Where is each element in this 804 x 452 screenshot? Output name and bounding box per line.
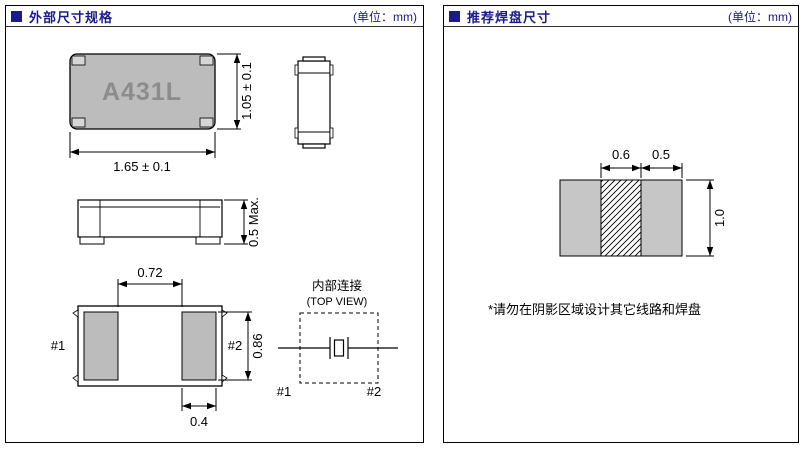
right-panel-unit-label: (单位：mm): [728, 9, 792, 24]
pin2-label: #2: [228, 338, 242, 353]
section-marker-icon: [11, 10, 22, 22]
castellation-mark: [221, 374, 228, 383]
pad-gap-dimension: [117, 279, 183, 307]
corner-electrode: [199, 117, 214, 128]
bottom-pad-1: [83, 311, 119, 381]
end-view-bottom-cap: [302, 143, 326, 149]
side-view-pad: [79, 236, 105, 245]
land-pattern-drawing: 0.6 0.5 1.0 *请勿在阴影区域设计其它线路和焊盘: [488, 147, 727, 317]
internal-pin2-label: #2: [367, 384, 381, 399]
top-view-height-value: 1.05 ± 0.1: [239, 62, 254, 120]
top-view: A431L 1.65 ± 0.1 1.05 ± 0.1: [69, 53, 254, 174]
right-panel-title: 推荐焊盘尺寸: [467, 9, 552, 25]
castellation-mark: [72, 374, 79, 383]
right-panel-body: 0.6 0.5 1.0 *请勿在阴影区域设计其它线路和焊盘: [444, 27, 798, 442]
top-view-width-dimension: [69, 132, 216, 158]
external-dimensions-drawing: A431L 1.65 ± 0.1 1.05 ± 0.1: [51, 53, 398, 429]
internal-connection: 内部连接 (TOP VIEW) #1 #2: [277, 278, 398, 399]
top-view-height-dimension: [217, 53, 241, 130]
gap-width-dimension: [600, 163, 683, 178]
end-view-body: [297, 60, 331, 145]
left-panel-body: A431L 1.65 ± 0.1 1.05 ± 0.1: [6, 27, 423, 442]
side-view-height-value: 0.5 Max.: [246, 197, 261, 247]
side-view-pad: [195, 236, 221, 245]
side-view-height-dimension: [224, 199, 248, 245]
land-pad-right: [640, 179, 683, 257]
top-view-body: [69, 53, 216, 130]
pad-height-dimension: [218, 311, 252, 381]
land-pad-left: [559, 179, 602, 257]
internal-pin1-label: #1: [277, 384, 291, 399]
part-number-label: A431L: [102, 78, 182, 106]
end-view-terminal: [329, 127, 334, 139]
pad-height-value: 0.86: [250, 333, 265, 358]
left-panel-header: 外部尺寸规格 (单位：mm): [6, 6, 423, 27]
pad-width-dimension: [181, 388, 217, 411]
end-view: [294, 56, 334, 149]
keep-out-note: *请勿在阴影区域设计其它线路和焊盘: [488, 302, 701, 317]
pin1-label: #1: [51, 338, 65, 353]
internal-connection-subtitle: (TOP VIEW): [307, 296, 368, 308]
keep-out-hatched-area: [600, 179, 642, 257]
section-marker-icon: [449, 10, 460, 22]
pad-width-value: 0.4: [190, 414, 208, 429]
external-dimensions-panel: 外部尺寸规格 (单位：mm) A431L: [5, 5, 424, 443]
pad-height-dimension: [686, 179, 714, 257]
corner-electrode: [71, 117, 86, 128]
bottom-pad-2: [181, 311, 217, 381]
castellation-mark: [221, 309, 228, 318]
end-view-terminal: [329, 64, 334, 76]
right-panel-header: 推荐焊盘尺寸 (单位：mm): [444, 6, 798, 27]
top-view-width-value: 1.65 ± 0.1: [113, 159, 171, 174]
end-view-terminal: [294, 127, 299, 139]
side-view-body: [77, 199, 223, 238]
land-pattern: 0.6 0.5 1.0: [559, 147, 727, 257]
corner-electrode: [199, 55, 214, 66]
internal-connection-title: 内部连接: [312, 278, 363, 293]
left-panel-title: 外部尺寸规格: [29, 9, 114, 25]
gap-width-value: 0.6: [612, 147, 630, 162]
pad-width-value: 0.5: [652, 147, 670, 162]
castellation-mark: [72, 309, 79, 318]
pad-height-value: 1.0: [712, 209, 727, 227]
end-view-top-cap: [302, 56, 326, 62]
end-view-terminal: [294, 64, 299, 76]
bottom-view: #1 #2 0.72 0.86: [51, 265, 265, 429]
crystal-symbol-icon: [278, 337, 398, 359]
side-view: 0.5 Max.: [77, 197, 261, 247]
land-pattern-panel: 推荐焊盘尺寸 (单位：mm): [443, 5, 799, 443]
left-panel-unit-label: (单位：mm): [353, 9, 417, 24]
pad-gap-value: 0.72: [137, 265, 162, 280]
corner-electrode: [71, 55, 86, 66]
